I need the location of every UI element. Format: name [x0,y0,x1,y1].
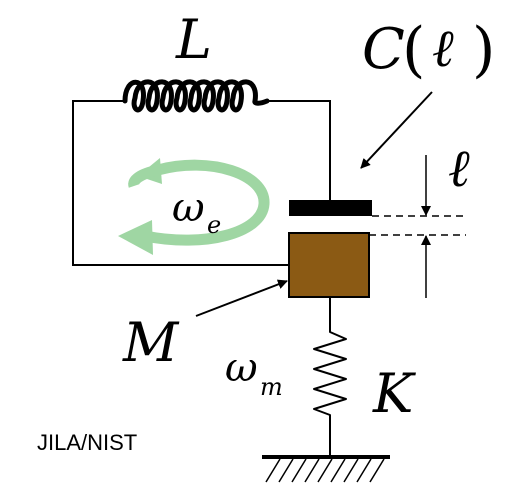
credit-label: JILA/NIST [37,430,137,455]
inductor-label: L [175,8,212,71]
inductor-coil [122,79,270,113]
svg-text:m: m [260,373,283,401]
spring [313,297,347,456]
circuit-wire-left [72,100,289,266]
svg-text:): ) [472,15,495,85]
electrical-frequency-label: ω e [172,185,221,239]
svg-text:ω: ω [225,345,258,391]
gap-label: ℓ [448,139,470,199]
mass-label: M [122,311,180,374]
capacitor-pointer-arrow [360,91,433,169]
mass-block [288,232,370,298]
spring-label: K [372,362,416,425]
capacitor-plate [289,200,372,216]
svg-text:C: C [362,17,405,82]
capacitor-label: C ( ℓ ) [362,15,495,85]
mechanical-frequency-label: ω m [225,345,283,401]
circuit-wire-right [267,100,331,200]
circulation-arrow-icon [118,158,270,255]
mass-pointer-arrow [195,279,288,317]
svg-text:ω: ω [172,185,205,231]
svg-text:e: e [207,211,221,239]
ground [262,455,390,483]
svg-text:(: ( [402,15,425,85]
svg-text:ℓ: ℓ [432,19,454,79]
